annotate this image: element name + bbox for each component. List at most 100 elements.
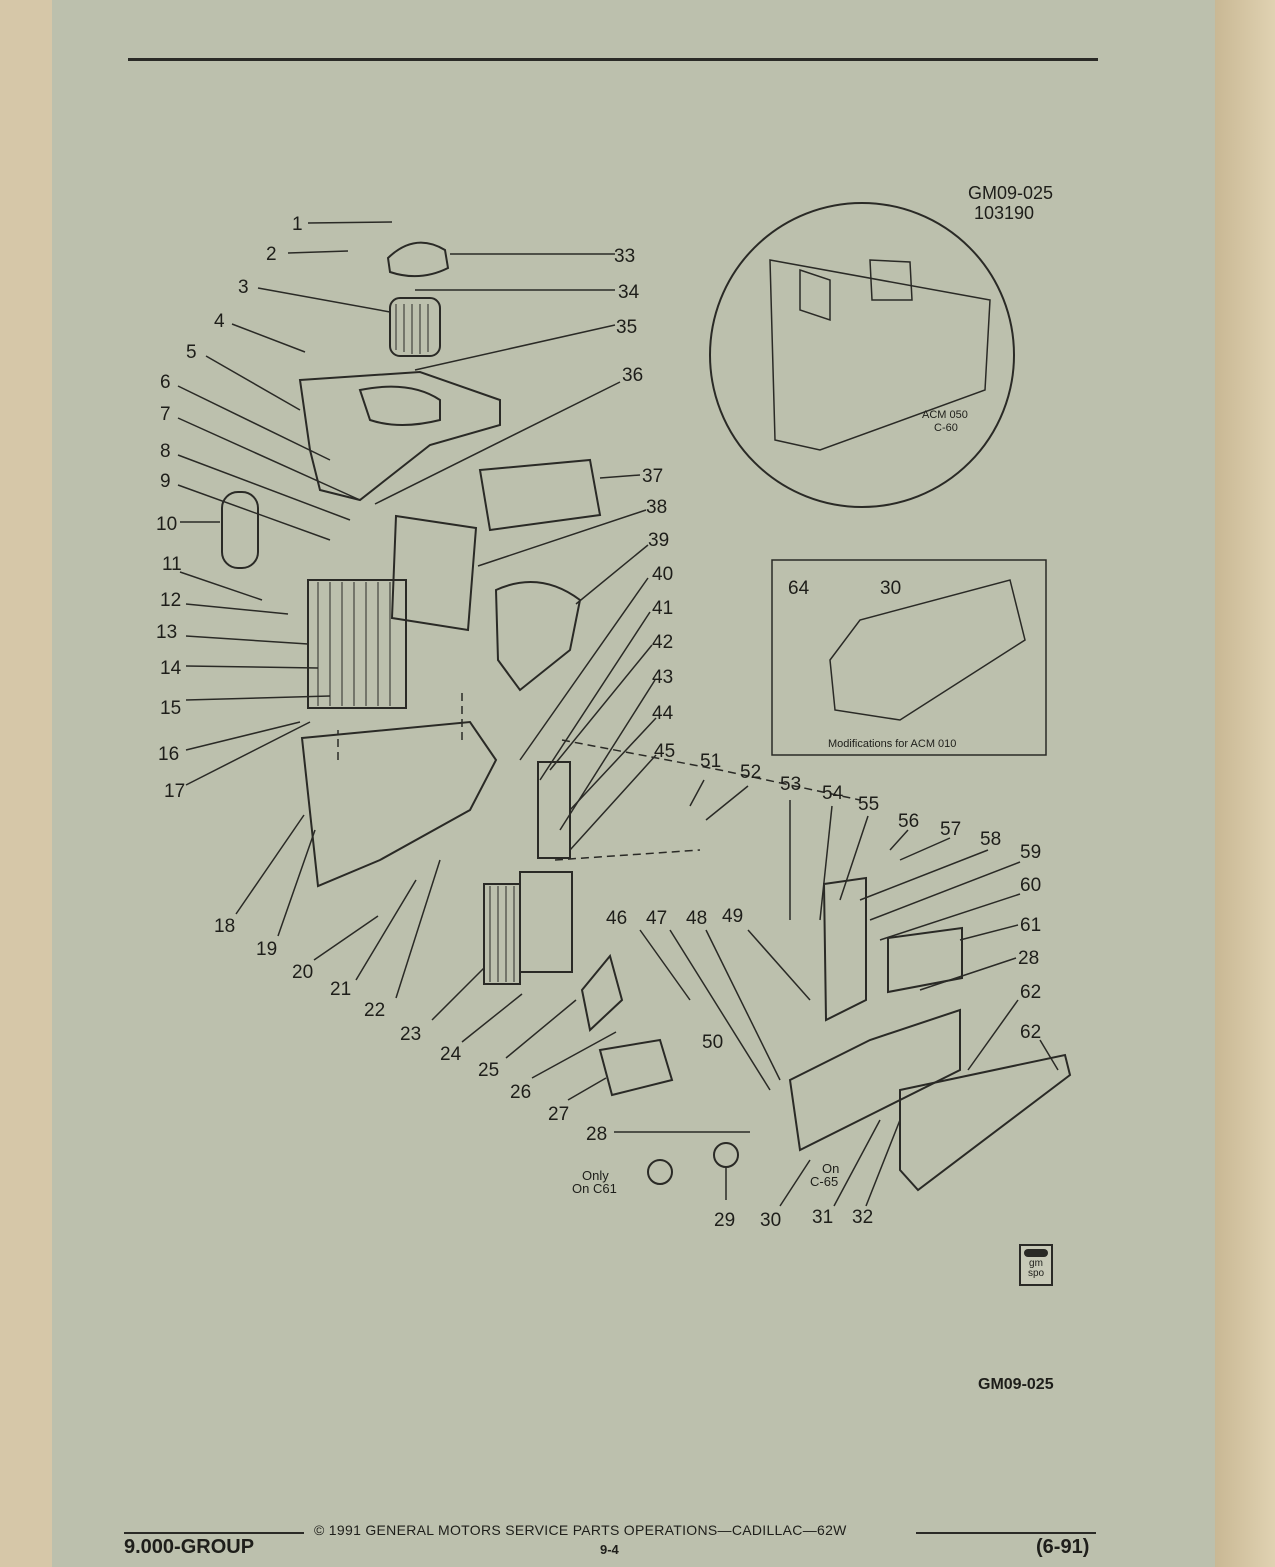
callout-37: 37 — [642, 466, 663, 487]
callout-55: 55 — [858, 794, 879, 815]
callout-50: 50 — [702, 1032, 723, 1053]
note-on-line1: On — [822, 1161, 839, 1176]
callout-40: 40 — [652, 564, 673, 585]
callout-9: 9 — [160, 471, 171, 492]
callout-13: 13 — [156, 622, 177, 643]
callout-7: 7 — [160, 404, 171, 425]
callout-34: 34 — [618, 282, 640, 303]
inset-box-frame — [771, 559, 1047, 756]
diagram-artwork — [177, 202, 1072, 1207]
callout-14: 14 — [160, 658, 182, 679]
callout-15: 15 — [160, 698, 181, 719]
callout-4: 4 — [214, 311, 225, 332]
footer-group: 9.000-GROUP — [124, 1536, 255, 1558]
callout-30: 30 — [760, 1210, 781, 1231]
callout-43: 43 — [652, 667, 673, 688]
callout-38: 38 — [646, 497, 667, 518]
callout-62a: 62 — [1020, 982, 1041, 1003]
distribution-module — [788, 1008, 961, 1152]
callout-54: 54 — [822, 783, 844, 804]
footer-date: (6-91) — [1036, 1536, 1090, 1558]
callout-1: 1 — [292, 214, 303, 235]
callout-28: 28 — [586, 1124, 607, 1145]
blower-wheel — [389, 297, 441, 357]
callout-23: 23 — [400, 1024, 421, 1045]
callout-6: 6 — [160, 372, 171, 393]
callout-52: 52 — [740, 762, 761, 783]
inset-callout-30: 30 — [880, 578, 901, 599]
vacuum-valve-b — [713, 1142, 739, 1168]
footer-rule-right — [916, 1532, 1096, 1534]
bracket-25 — [580, 953, 624, 1032]
figure-code: GM09-025 — [978, 1376, 1054, 1393]
inset-module-drawing — [769, 259, 991, 451]
inset-box-caption: Modifications for ACM 010 — [828, 738, 956, 750]
callout-45: 45 — [654, 741, 675, 762]
figure-reference: GM09-025 103190 — [968, 183, 1053, 223]
callout-27: 27 — [548, 1104, 569, 1125]
callout-25: 25 — [478, 1060, 499, 1081]
callout-60: 60 — [1020, 875, 1041, 896]
callout-61: 61 — [1020, 915, 1041, 936]
callout-5: 5 — [186, 342, 197, 363]
callout-58: 58 — [980, 829, 1001, 850]
evaporator-core — [307, 579, 407, 709]
callout-26: 26 — [510, 1082, 531, 1103]
callout-8: 8 — [160, 441, 171, 462]
duct-panel-59 — [822, 876, 867, 1022]
callout-49: 49 — [722, 906, 743, 927]
footer-page-number: 9-4 — [600, 1542, 619, 1557]
callout-10: 10 — [156, 514, 177, 535]
callout-2: 2 — [266, 244, 277, 265]
upper-housing — [298, 370, 501, 502]
logo-text-spo: spo — [1027, 1268, 1045, 1279]
inset-circle-labels: ACM 050 C-60 — [922, 409, 968, 434]
callout-33: 33 — [614, 246, 635, 267]
gmspo-logo: gm spo — [1019, 1244, 1053, 1286]
vacuum-valve-a — [647, 1159, 673, 1185]
logo-text-gm: gm — [1029, 1258, 1043, 1269]
callout-53: 53 — [780, 774, 801, 795]
callout-42: 42 — [652, 632, 673, 653]
callout-47: 47 — [646, 908, 667, 929]
gasket-62 — [899, 1053, 1072, 1192]
leader-lines — [177, 221, 1059, 1207]
seal-frame — [390, 514, 478, 632]
note-on-line2: C-65 — [810, 1174, 838, 1189]
callout-62b: 62 — [1020, 1022, 1041, 1043]
callout-56: 56 — [898, 811, 919, 832]
heater-core — [483, 883, 521, 985]
callout-29: 29 — [714, 1210, 735, 1231]
page-edge — [1215, 0, 1275, 1567]
diagram-notes: Only On C61 On C-65 — [572, 1161, 839, 1196]
duct-37 — [478, 458, 602, 532]
callout-3: 3 — [238, 277, 249, 298]
callout-44: 44 — [652, 703, 674, 724]
callout-41: 41 — [652, 598, 673, 619]
callout-21: 21 — [330, 979, 351, 1000]
callout-36: 36 — [622, 365, 643, 386]
note-only-line1: Only — [582, 1168, 609, 1183]
blower-cover — [386, 241, 450, 278]
inset-acm-label: ACM 050 — [922, 409, 968, 421]
footer-copyright: © 1991 GENERAL MOTORS SERVICE PARTS OPER… — [314, 1522, 847, 1538]
callout-20: 20 — [292, 962, 313, 983]
callout-numbers: 1 2 3 4 5 6 7 8 9 10 11 12 13 14 15 16 1… — [156, 214, 1041, 1231]
footer-rule-left — [124, 1532, 304, 1534]
callout-31: 31 — [812, 1207, 833, 1228]
callout-48: 48 — [686, 908, 707, 929]
inset-box-labels: 64 30 Modifications for ACM 010 — [788, 578, 956, 750]
callout-59: 59 — [1020, 842, 1041, 863]
callout-16: 16 — [158, 744, 179, 765]
duct-39 — [494, 581, 582, 692]
callout-19: 19 — [256, 939, 277, 960]
callout-17: 17 — [164, 781, 185, 802]
outlet-61 — [887, 926, 963, 994]
callout-51: 51 — [700, 751, 721, 772]
callout-32: 32 — [852, 1207, 873, 1228]
callout-18: 18 — [214, 916, 235, 937]
callout-28b: 28 — [1018, 948, 1039, 969]
inset-callout-64: 64 — [788, 578, 810, 599]
callout-11: 11 — [162, 554, 182, 575]
